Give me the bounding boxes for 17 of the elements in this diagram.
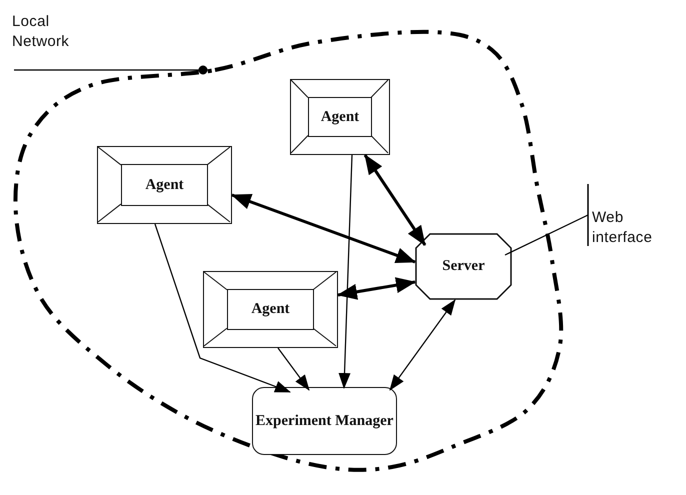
arrow — [278, 348, 310, 391]
manager-box — [252, 387, 397, 455]
node-label: Agent — [251, 300, 290, 319]
connector-line — [504, 183, 589, 256]
arrow — [337, 277, 416, 300]
arrow — [389, 299, 456, 391]
node-label: Server — [442, 257, 485, 276]
node-label: Agent — [145, 176, 184, 194]
network-label: Web interface — [590, 206, 686, 252]
node-label: Experiment Manager — [256, 412, 394, 430]
connector-line — [14, 66, 208, 74]
arrow — [338, 154, 353, 389]
arrow — [154, 224, 291, 393]
arrow — [231, 194, 416, 264]
node-label: Agent — [320, 108, 360, 126]
arrow — [364, 154, 426, 246]
network-label: Local Network — [10, 10, 110, 54]
